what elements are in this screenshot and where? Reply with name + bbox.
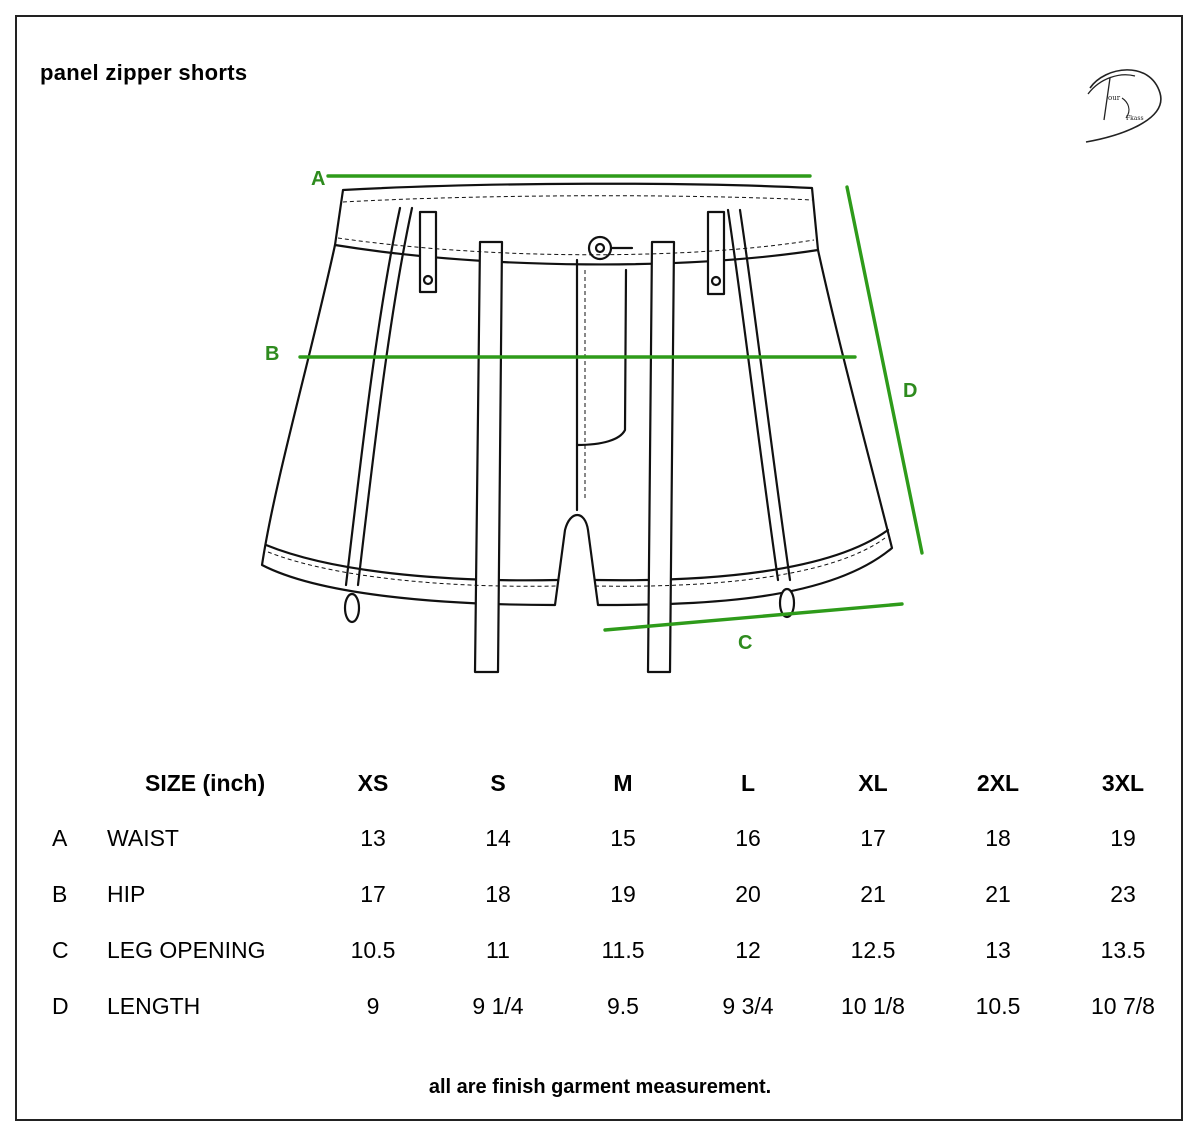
size-col-header: XS	[357, 770, 389, 796]
logo-text-2: Fkass	[1126, 115, 1144, 122]
size-col-header: 3XL	[1101, 770, 1145, 796]
table-cell: 13	[985, 937, 1011, 963]
table-cell: 13	[360, 825, 386, 851]
table-cell: 10.5	[350, 937, 396, 963]
table-cell: 9.5	[607, 993, 639, 1019]
page-frame	[15, 15, 1183, 1121]
row-letter: C	[52, 937, 69, 963]
row-name: WAIST	[107, 825, 179, 851]
table-cell: 14	[485, 825, 511, 851]
size-col-header: XL	[858, 770, 888, 796]
table-cell: 9	[366, 993, 380, 1019]
dimension-line-c	[603, 602, 904, 632]
dimension-label-d: D	[903, 380, 918, 402]
table-cell: 12.5	[850, 937, 896, 963]
table-cell: 17	[360, 881, 386, 907]
footnote: all are finish garment measurement.	[428, 1076, 772, 1098]
table-cell: 10 1/8	[841, 993, 905, 1019]
table-cell: 20	[735, 881, 761, 907]
row-name: LENGTH	[107, 993, 201, 1019]
table-cell: 23	[1110, 881, 1136, 907]
dimension-label-c: C	[738, 632, 753, 654]
logo-text-1: our	[1108, 94, 1121, 102]
table-cell: 17	[860, 825, 886, 851]
size-col-header: M	[613, 770, 633, 796]
shorts-technical-drawing	[260, 174, 924, 674]
size-col-header: 2XL	[976, 770, 1020, 796]
table-cell: 9 1/4	[472, 993, 524, 1019]
row-letter: B	[52, 881, 68, 907]
table-cell: 16	[735, 825, 761, 851]
page-title: panel zipper shorts	[40, 60, 248, 85]
table-cell: 11.5	[601, 937, 645, 963]
table-cell: 19	[610, 881, 636, 907]
table-cell: 13.5	[1100, 937, 1146, 963]
row-name: HIP	[107, 881, 146, 907]
table-cell: 10 7/8	[1091, 993, 1155, 1019]
dimension-label-a: A	[311, 168, 326, 190]
signature-logo: our Fkass	[1085, 69, 1162, 143]
row-name: LEG OPENING	[107, 937, 266, 963]
dimension-label-b: B	[265, 343, 280, 365]
table-cell: 21	[860, 881, 886, 907]
table-cell: 19	[1110, 825, 1136, 851]
table-cell: 15	[610, 825, 636, 851]
row-letter: D	[52, 993, 69, 1019]
row-letter: A	[52, 825, 68, 851]
table-cell: 18	[985, 825, 1011, 851]
size-col-header: L	[740, 770, 756, 796]
dimension-line-d	[845, 185, 924, 555]
table-cell: 18	[485, 881, 511, 907]
table-cell: 21	[985, 881, 1011, 907]
table-cell: 11	[486, 937, 510, 963]
table-cell: 10.5	[975, 993, 1021, 1019]
size-col-header: S	[490, 770, 506, 796]
table-cell: 9 3/4	[722, 993, 774, 1019]
size-header-label: SIZE (inch)	[145, 770, 266, 796]
table-cell: 12	[735, 937, 761, 963]
